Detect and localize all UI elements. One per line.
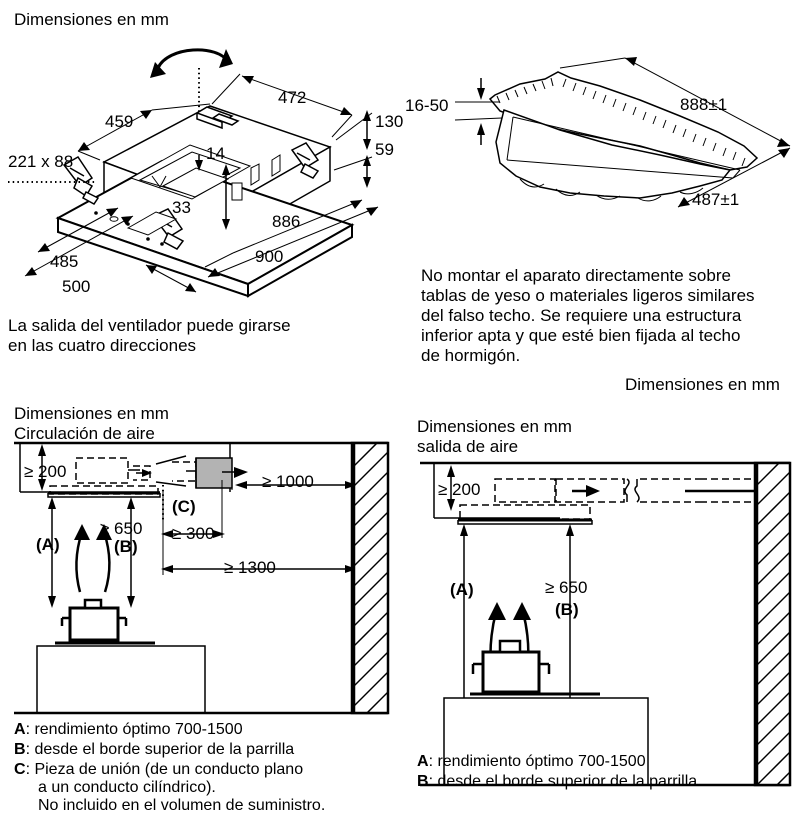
dim-label-33: 33 [172, 198, 191, 217]
dim-label-14: 14 [206, 144, 225, 163]
legend-c-key-recirc: C [14, 761, 26, 778]
legend-a-exhaust: A: rendimiento óptimo 700-1500 [417, 752, 646, 772]
clamp-bracket-left [62, 156, 100, 205]
dim-33 [222, 164, 230, 230]
fig-ceiling-units-label: Dimensiones en mm [625, 375, 780, 394]
dim-label-472: 472 [278, 88, 307, 107]
dim-ge-200 [38, 444, 46, 491]
marker-c-recirc: (C) [172, 497, 196, 516]
dim-label-886: 886 [272, 212, 301, 231]
fig-ceiling-note-line2: tablas de yeso o materiales ligeros simi… [421, 286, 755, 305]
fig-ceiling-note-line4: inferior apta y que esté bien fijada al … [421, 326, 741, 345]
dim-485-500 [24, 207, 197, 293]
legend-b-recirc: B: desde el borde superior de la parrill… [14, 740, 294, 760]
dim-label-130: 130 [375, 112, 404, 131]
dim-888 [559, 57, 791, 147]
dim-label-ge-200-recirc: ≥ 200 [24, 462, 67, 481]
dim-label-ge-1000: ≥ 1000 [262, 472, 314, 491]
legend-a-key-recirc: A [14, 721, 26, 738]
dim-label-485: 485 [50, 252, 79, 271]
pot-icon-exhaust [471, 639, 551, 694]
dim-ge-200-exhaust [447, 465, 455, 511]
dim-label-ge-650-recirc: ≥ 650 [100, 519, 143, 538]
dim-label-ge-650-exhaust: ≥ 650 [545, 578, 588, 597]
legend-c-text-recirc: Pieza de unión (de un conducto plano [34, 761, 304, 778]
steam-arrows-icon [74, 524, 112, 593]
legend-a-sep-exhaust: : [428, 753, 438, 770]
legend-c-cont-line1: a un conducto cilíndrico). [38, 779, 216, 796]
legend-b-sep-recirc: : [25, 741, 35, 758]
dim-label-16-50: 16-50 [405, 96, 449, 115]
dim-label-487: 487±1 [692, 190, 740, 209]
fig-exhaust-title-line2: salida de aire [417, 437, 519, 456]
legend-b-text-exhaust: desde el borde superior de la parrilla [437, 773, 698, 790]
dim-label-459: 459 [105, 112, 134, 131]
dim-b-arrow [127, 497, 135, 608]
fig-ceiling-note-line3: del falso techo. Se requiere una estruct… [421, 306, 742, 325]
legend-b-key-exhaust: B [417, 773, 429, 790]
dim-472 [211, 73, 353, 138]
fig-ceiling-note-line1: No montar el aparato directamente sobre [421, 266, 731, 285]
fig-appliance-units-label: Dimensiones en mm [14, 10, 169, 29]
dim-130-59 [333, 110, 373, 188]
marker-b-recirc: (B) [114, 537, 138, 556]
marker-a-recirc: (A) [36, 535, 60, 554]
legend-b-exhaust: B: desde el borde superior de la parrill… [417, 772, 697, 792]
fig-recirculation-title-line1: Dimensiones en mm [14, 404, 169, 423]
fig-appliance-caption-line1: La salida del ventilador puede girarse [8, 316, 291, 335]
legend-b-sep-exhaust: : [428, 773, 438, 790]
dim-487 [677, 147, 791, 208]
wall-hatched [350, 441, 390, 715]
dim-label-ge-200-exhaust: ≥ 200 [438, 480, 481, 499]
fig-recirculation-title-line2: Circulación de aire [14, 424, 155, 443]
airflow-arrow-1 [572, 485, 600, 497]
legend-a-text-recirc: rendimiento óptimo 700-1500 [34, 721, 243, 738]
dim-label-ge-1300: ≥ 1300 [224, 558, 276, 577]
legend-b-text-recirc: desde el borde superior de la parrilla [34, 741, 295, 758]
legend-a-key-exhaust: A [417, 753, 429, 770]
dim-459 [77, 103, 211, 161]
dim-ge-300 [161, 480, 225, 538]
legend-a-text-exhaust: rendimiento óptimo 700-1500 [437, 753, 646, 770]
dim-a-arrow [48, 497, 56, 608]
ceiling-panel [488, 71, 759, 202]
fig-ceiling-note-line5: de hormigón. [421, 346, 521, 365]
legend-c-recirc: C: Pieza de unión (de un conducto plano [14, 760, 303, 780]
dim-label-59: 59 [375, 140, 394, 159]
dim-14 [195, 155, 203, 171]
legend-a-sep-recirc: : [25, 721, 35, 738]
dim-label-221x88: 221 x 88 [8, 152, 74, 171]
dim-16-50 [454, 78, 503, 145]
legend-b-key-recirc: B [14, 741, 26, 758]
dim-label-888: 888±1 [680, 95, 728, 114]
dim-label-500: 500 [62, 277, 91, 296]
dim-label-ge-300: ≥ 300 [172, 524, 215, 543]
pot-icon [60, 598, 128, 642]
marker-a-exhaust: (A) [450, 580, 474, 599]
fig-exhaust-title-line1: Dimensiones en mm [417, 417, 572, 436]
legend-a-recirc: A: rendimiento óptimo 700-1500 [14, 720, 243, 740]
dim-886-900 [204, 199, 379, 278]
fig-appliance-caption-line2: en las cuatro direcciones [8, 336, 197, 355]
wall-hatched-exhaust [753, 461, 792, 787]
marker-b-exhaust: (B) [555, 600, 579, 619]
legend-c-sep-recirc: : [25, 761, 35, 778]
appliance-body [55, 105, 355, 298]
dim-label-900: 900 [255, 247, 284, 266]
duct-break-symbol [624, 478, 640, 503]
clamp-bracket-right [290, 142, 320, 179]
